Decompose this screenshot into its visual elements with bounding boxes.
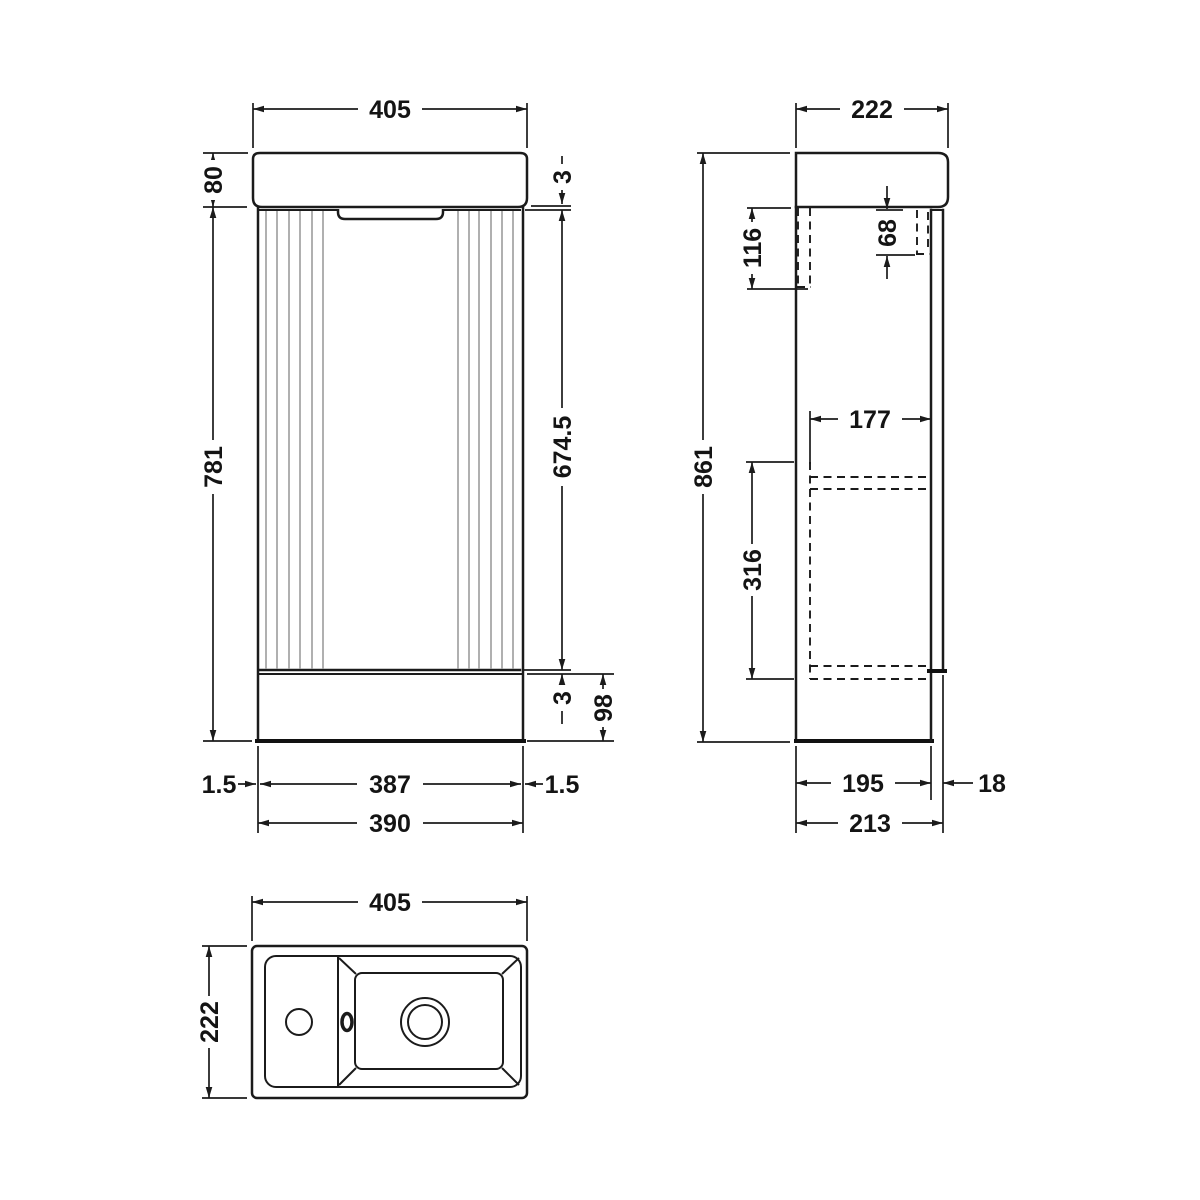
plan-basin-outer-rim	[250, 944, 529, 1100]
side-view: 222 861 116 68 177	[689, 94, 1006, 838]
plan-waste-inner	[407, 1004, 443, 1040]
plan-view: 405 222	[195, 887, 529, 1100]
side-hidden-lines	[797, 208, 930, 680]
dim-front-cabinet-width: 390	[369, 810, 411, 838]
dim-front-basin-width: 405	[369, 96, 411, 124]
side-basin-outline	[794, 151, 950, 209]
plan-basin-inner-rim	[264, 955, 522, 1088]
front-door-flutes	[265, 211, 514, 669]
front-view: 405 80 781 3 674.5	[199, 94, 618, 838]
side-outline	[794, 151, 950, 743]
side-dimensions: 222 861 116 68 177	[689, 94, 1006, 838]
plan-waste-outer	[400, 997, 450, 1047]
dim-front-basin-height: 80	[200, 166, 228, 194]
plan-tap-hole	[285, 1008, 313, 1036]
dim-side-overall-height: 861	[690, 446, 718, 488]
dim-side-shelf-to-bottom: 316	[739, 549, 767, 591]
dim-front-door-width: 387	[369, 771, 411, 799]
front-door-handle-recess	[336, 209, 445, 221]
plan-dimensions: 405 222	[195, 887, 528, 1099]
dim-side-hinge-plate-height: 68	[874, 219, 902, 247]
dim-plan-basin-width: 405	[369, 889, 411, 917]
dim-side-shelf-depth: 177	[849, 406, 891, 434]
dim-side-basin-depth: 222	[851, 96, 893, 124]
front-dimensions: 405 80 781 3 674.5	[199, 94, 618, 838]
dim-front-right-margin: 1.5	[545, 771, 580, 799]
dim-side-door-thickness: 18	[978, 770, 1006, 798]
plan-overflow-hole	[340, 1011, 354, 1033]
dim-front-bottom-gap: 3	[549, 691, 577, 705]
dim-side-wall-bracket-height: 116	[739, 228, 767, 268]
dim-side-carcass-depth: 195	[842, 770, 884, 798]
dim-front-top-gap: 3	[549, 170, 577, 184]
dim-front-door-height: 674.5	[549, 416, 577, 479]
front-outline	[251, 151, 529, 743]
plan-outline	[250, 944, 529, 1100]
dim-plan-basin-depth: 222	[196, 1001, 224, 1043]
front-basin-outline	[251, 151, 529, 209]
plan-bowl-base	[354, 972, 504, 1070]
dim-front-left-margin: 1.5	[202, 771, 237, 799]
dim-front-plinth-height: 98	[590, 694, 618, 722]
dim-side-overall-depth: 213	[849, 810, 891, 838]
dim-front-cabinet-height: 781	[200, 446, 228, 488]
